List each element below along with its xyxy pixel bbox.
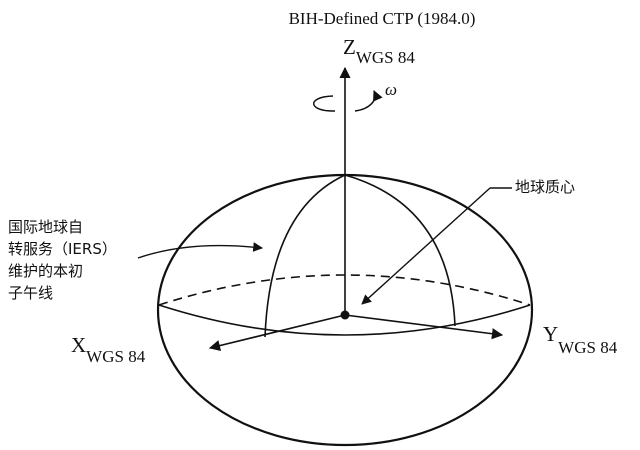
geocenter-arrow (361, 187, 491, 305)
geocenter-dot (340, 310, 350, 320)
y-axis-label: YWGS 84 (543, 322, 618, 357)
meridian-90e (344, 174, 456, 327)
x-axis-label: XWGS 84 (71, 333, 146, 366)
omega-label: ω (385, 80, 397, 99)
equator-front (158, 304, 531, 336)
rotation-arrow (313, 91, 375, 112)
geocenter-label: 地球质心 (515, 178, 575, 196)
x-axis (208, 314, 346, 352)
diagram-title: BIH-Defined CTP (1984.0) (289, 9, 476, 28)
prime-meridian-arrow (137, 242, 263, 259)
z-axis-label: ZWGS 84 (343, 35, 415, 67)
prime-meridian-label: 国际地球自 转服务（IERS） 维护的本初 子午线 (8, 218, 122, 302)
y-axis (344, 314, 504, 340)
prime-meridian (264, 174, 346, 338)
